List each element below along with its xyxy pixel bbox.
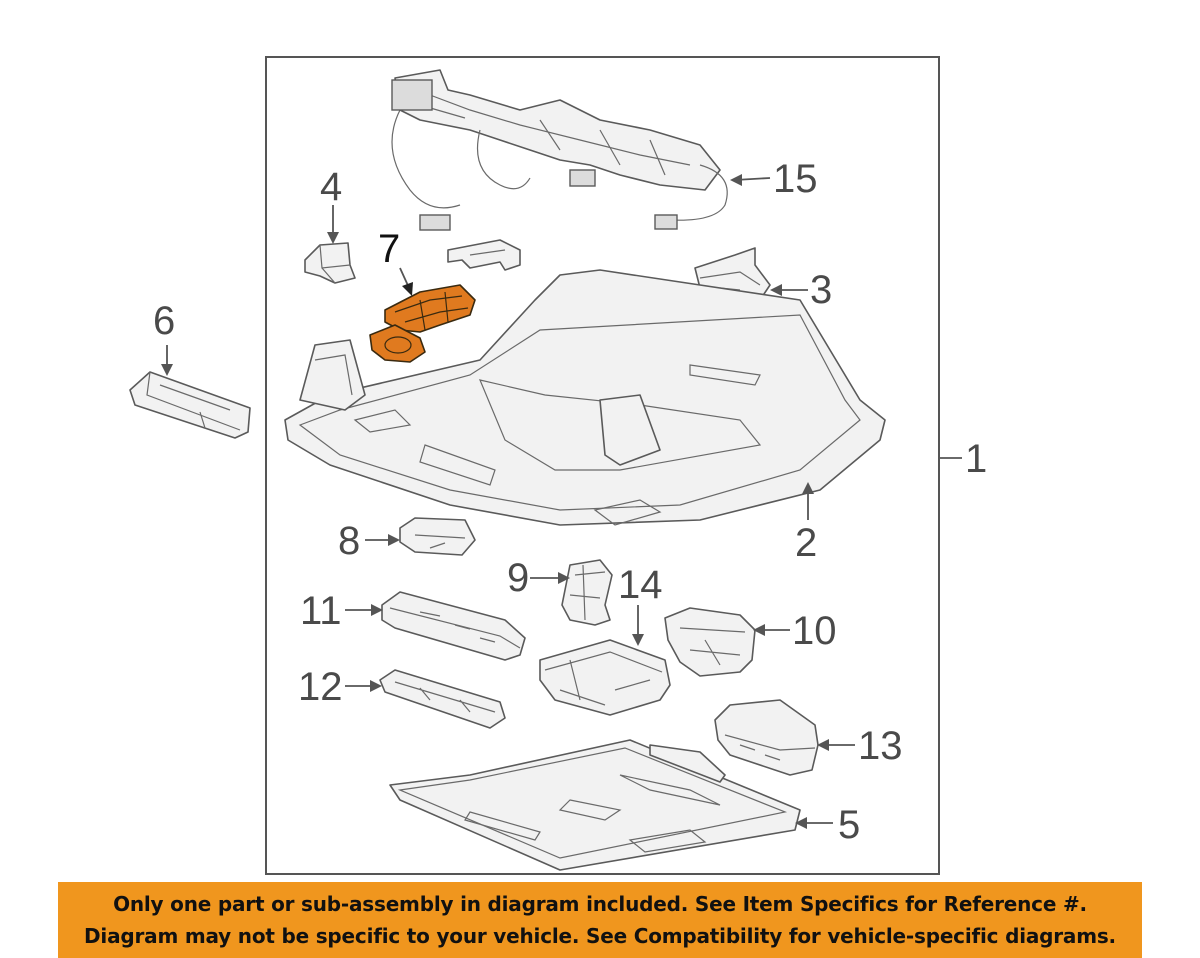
callout-7: 7 <box>378 227 400 271</box>
callout-2: 2 <box>795 521 817 565</box>
part-11-switch <box>381 591 526 661</box>
callout-4: 4 <box>320 165 342 209</box>
callout-5: 5 <box>838 803 860 847</box>
callout-13: 13 <box>858 724 903 768</box>
part-8-lamp <box>399 517 476 556</box>
part-9-connector <box>561 559 613 626</box>
parts-diagram: 1 2 3 4 5 6 7 8 9 10 11 12 13 14 15 <box>129 56 987 875</box>
part-15-wiring-harness <box>391 69 728 231</box>
callout-3: 3 <box>810 268 832 312</box>
callout-14: 14 <box>618 563 663 607</box>
disclaimer-line-1: Only one part or sub-assembly in diagram… <box>113 892 1087 916</box>
part-6-module <box>129 371 251 439</box>
callout-8: 8 <box>338 519 360 563</box>
part-14-control-module <box>539 639 671 716</box>
assembly-frame <box>265 56 940 875</box>
part-13-switch <box>714 699 819 776</box>
part-10-lamp <box>664 607 756 677</box>
callout-1: 1 <box>965 437 987 481</box>
part-5-console-cover <box>389 739 801 871</box>
part-7-highlighted <box>369 284 476 363</box>
callout-15: 15 <box>773 157 818 201</box>
part-clip <box>447 239 521 271</box>
callout-9: 9 <box>507 556 529 600</box>
leader-lines <box>161 174 962 829</box>
disclaimer-banner: Only one part or sub-assembly in diagram… <box>58 882 1142 958</box>
part-2-console-frame <box>284 269 886 526</box>
part-4-clip <box>304 242 356 284</box>
callout-12: 12 <box>298 665 343 709</box>
disclaimer-line-2: Diagram may not be specific to your vehi… <box>84 924 1116 948</box>
callout-6: 6 <box>153 299 175 343</box>
callout-11: 11 <box>300 589 342 633</box>
callout-10: 10 <box>792 609 837 653</box>
part-12-bracket <box>379 669 506 729</box>
